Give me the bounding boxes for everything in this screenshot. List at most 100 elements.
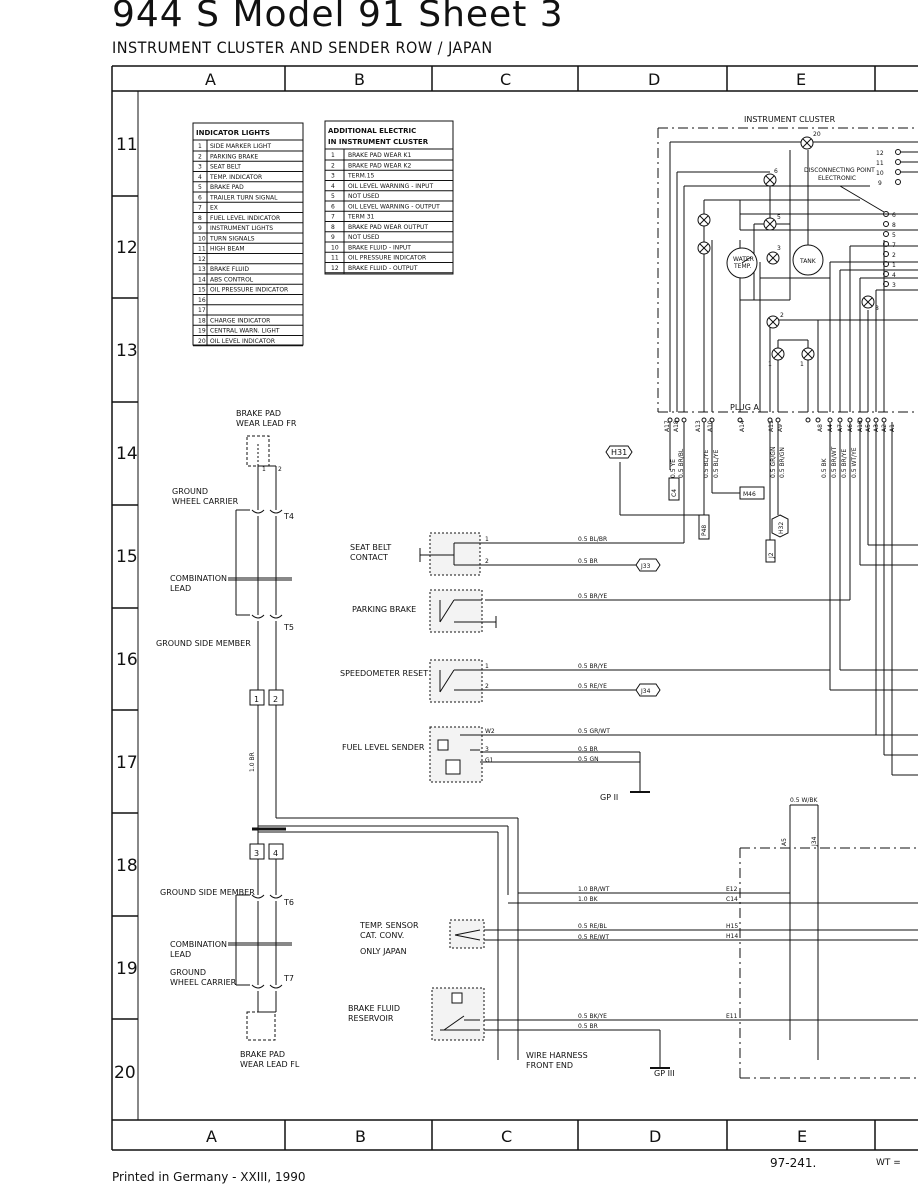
connector-h14-label: H14 <box>726 933 738 940</box>
row-label-15: 15 <box>116 547 138 567</box>
connector-j34-label: J34 <box>640 688 651 695</box>
connector-h31-label: H31 <box>611 448 627 457</box>
cluster-pin-label: A13 <box>695 420 702 432</box>
col-label-d-bottom: D <box>649 1127 661 1146</box>
table-row-label: CENTRAL WARN. LIGHT <box>210 328 280 335</box>
brake-pad-fr-wiring <box>228 444 292 690</box>
table-row-number: 17 <box>198 307 206 314</box>
disconnecting-point-label-2: ELECTRONIC <box>818 175 856 182</box>
row-label-18: 18 <box>116 856 138 876</box>
wire-label-w-bk: 0.5 W/BK <box>790 797 819 804</box>
combination-lead-2-label-2: LEAD <box>170 950 191 959</box>
col-label-e-bottom: E <box>797 1127 807 1146</box>
brake-pad-fl-wiring <box>228 894 292 1013</box>
seat-belt-label-1: SEAT BELT <box>350 543 391 552</box>
ground-t4-label: T4 <box>283 512 294 521</box>
connector-c14-label: C14 <box>726 896 738 903</box>
brake-fluid-reservoir <box>431 987 485 1041</box>
row-label-14: 14 <box>116 444 138 464</box>
connector-j33-label: J33 <box>640 563 651 570</box>
ground-gp2-label: GP II <box>600 793 618 802</box>
row-label-19: 19 <box>116 959 138 979</box>
ground-wheel-carrier-2-label-2: WHEEL CARRIER <box>170 978 237 987</box>
brake-pad-fl-label-1: BRAKE PAD <box>240 1050 285 1059</box>
cluster-pin-label: A18 <box>673 420 680 432</box>
connector-box-3-4 <box>249 843 284 860</box>
vertical-wire-label: 0.5 BR/YE <box>841 449 848 478</box>
table-row-label: TEMP. INDICATOR <box>209 174 262 181</box>
table-row-number: 14 <box>198 276 206 283</box>
right-pin-number: 6 <box>892 212 896 219</box>
lamp-icon <box>766 251 780 265</box>
lamp-number: 3 <box>777 245 781 252</box>
box-label-3: 3 <box>254 849 259 858</box>
table-row-number: 5 <box>198 184 202 191</box>
table-row-label: BRAKE FLUID <box>210 266 249 273</box>
ground-side-member-label: GROUND SIDE MEMBER <box>156 639 251 648</box>
temp-sensor-label-2: CAT. CONV. <box>360 931 404 940</box>
frame <box>111 65 918 1151</box>
brake-fluid-label-1: BRAKE FLUID <box>348 1004 400 1013</box>
wire-label-bl-br: 0.5 BL/BR <box>578 536 607 543</box>
table-row-label: OIL LEVEL WARNING - INPUT <box>348 183 434 190</box>
cluster-lamps <box>697 136 875 361</box>
vertical-wire-label: 0.5 BL/YE <box>703 449 710 478</box>
table-row-number: 13 <box>198 266 206 273</box>
table-row-label: BRAKE PAD WEAR OUTPUT <box>348 224 428 231</box>
table-row-label: TERM 31 <box>347 214 375 221</box>
lamp-icon <box>697 213 711 227</box>
cluster-pin-label: A8 <box>817 424 824 432</box>
lamp-number: 5 <box>777 214 781 221</box>
table-row-label: BRAKE PAD WEAR K2 <box>348 162 411 169</box>
table-row-label: OIL PRESSURE INDICATOR <box>210 287 288 294</box>
brake-pad-fl-label-2: WEAR LEAD FL <box>240 1060 300 1069</box>
disconnecting-point-label-1: DISCONNECTING POINT <box>804 167 875 174</box>
connector-m46 <box>739 486 765 500</box>
ground-side-member-2-label: GROUND SIDE MEMBER <box>160 888 255 897</box>
lamp-icon <box>801 347 815 361</box>
right-pin-number: 8 <box>892 222 896 229</box>
table-row-number: 11 <box>198 246 206 253</box>
table-row-number: 16 <box>198 297 206 304</box>
switch-pin: 2 <box>485 558 489 565</box>
sheet-title: 944 S Model 91 Sheet 3 <box>112 0 564 35</box>
right-pin-number: 2 <box>892 252 896 259</box>
connector-h15-label: H15 <box>726 923 738 930</box>
right-pin-number: 10 <box>876 170 884 177</box>
lamp-number: 6 <box>774 168 778 175</box>
table-row-label: PARKING BRAKE <box>210 153 258 160</box>
connector-e12-label: E12 <box>726 886 738 893</box>
table-row-number: 15 <box>198 287 206 294</box>
sheet-subtitle: INSTRUMENT CLUSTER AND SENDER ROW / JAPA… <box>112 38 493 57</box>
wire-harness-label-2: FRONT END <box>526 1061 573 1070</box>
table-row-label: OIL LEVEL WARNING - OUTPUT <box>348 203 440 210</box>
row-label-13: 13 <box>116 341 138 361</box>
table-row-label: OIL LEVEL INDICATOR <box>210 338 275 345</box>
combination-lead-2-label-1: COMBINATION <box>170 940 227 949</box>
table-row-label: EX <box>210 205 218 212</box>
brake-pad-fr-label-2: WEAR LEAD FR <box>236 419 297 428</box>
table-row-label: CHARGE INDICATOR <box>210 317 270 324</box>
table-row-number: 2 <box>331 162 335 169</box>
printed-note: Printed in Germany - XXIII, 1990 <box>112 1170 306 1184</box>
vertical-wire-label: 0.5 BR/WT <box>831 446 838 478</box>
table-row-label: HIGH BEAM <box>210 246 245 253</box>
additional-table-title-1: ADDITIONAL ELECTRIC <box>328 127 416 135</box>
table-row-number: 7 <box>198 205 202 212</box>
row-label-12: 12 <box>116 238 138 258</box>
box-label-2: 2 <box>273 695 278 704</box>
ground-wheel-carrier-label-2: WHEEL CARRIER <box>172 497 239 506</box>
cluster-pin-label: A11 <box>768 420 775 432</box>
indicator-table-title: INDICATOR LIGHTS <box>196 129 270 137</box>
row-label-11: 11 <box>116 135 138 155</box>
lamp-icon <box>771 347 785 361</box>
wire-label-br2: 0.5 BR <box>578 746 598 753</box>
wire-label-br3: 0.5 BR <box>578 1023 598 1030</box>
wire-1-0-br-label: 1.0 BR <box>249 752 256 772</box>
vertical-wire-label: 0.5 YE <box>670 459 677 478</box>
brake-pad-fr-label-1: BRAKE PAD <box>236 409 281 418</box>
right-pin-number: 4 <box>892 272 896 279</box>
vertical-wire-label: 0.5 BL/YE <box>713 449 720 478</box>
